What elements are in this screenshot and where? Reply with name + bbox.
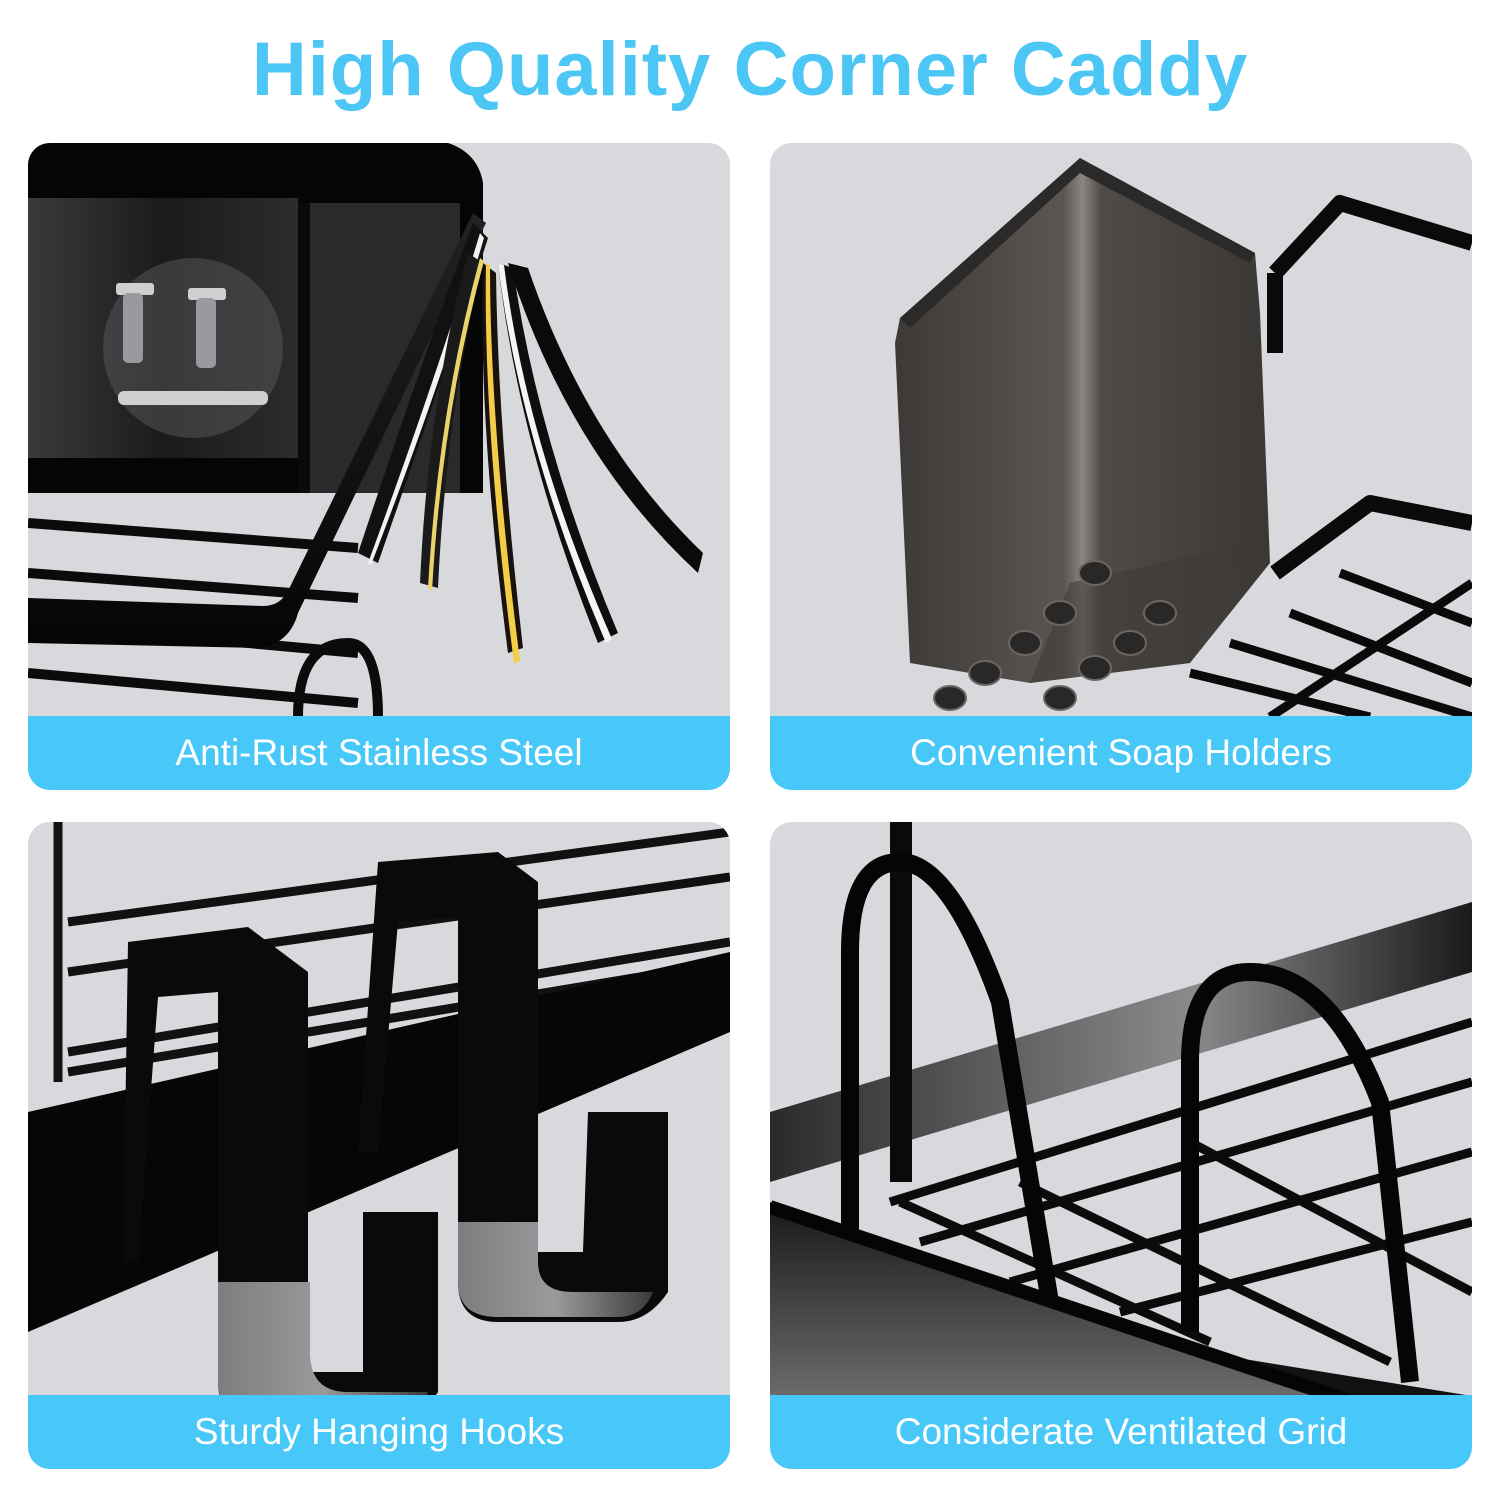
feature-caption: Sturdy Hanging Hooks	[28, 1395, 730, 1469]
layered-steel-shelf-image	[28, 143, 730, 717]
feature-caption: Convenient Soap Holders	[770, 716, 1472, 790]
soap-holder-image	[770, 143, 1472, 717]
feature-card-hanging-hooks: Sturdy Hanging Hooks	[28, 822, 730, 1469]
hanging-hooks-image	[28, 822, 730, 1396]
page-title: High Quality Corner Caddy	[251, 27, 1249, 112]
ventilated-grid-image	[770, 822, 1472, 1396]
feature-card-ventilated-grid: Considerate Ventilated Grid	[770, 822, 1472, 1469]
feature-card-soap-holders: Convenient Soap Holders	[770, 143, 1472, 790]
feature-caption: Anti-Rust Stainless Steel	[28, 716, 730, 790]
feature-card-anti-rust: Anti-Rust Stainless Steel	[28, 143, 730, 790]
feature-caption: Considerate Ventilated Grid	[770, 1395, 1472, 1469]
